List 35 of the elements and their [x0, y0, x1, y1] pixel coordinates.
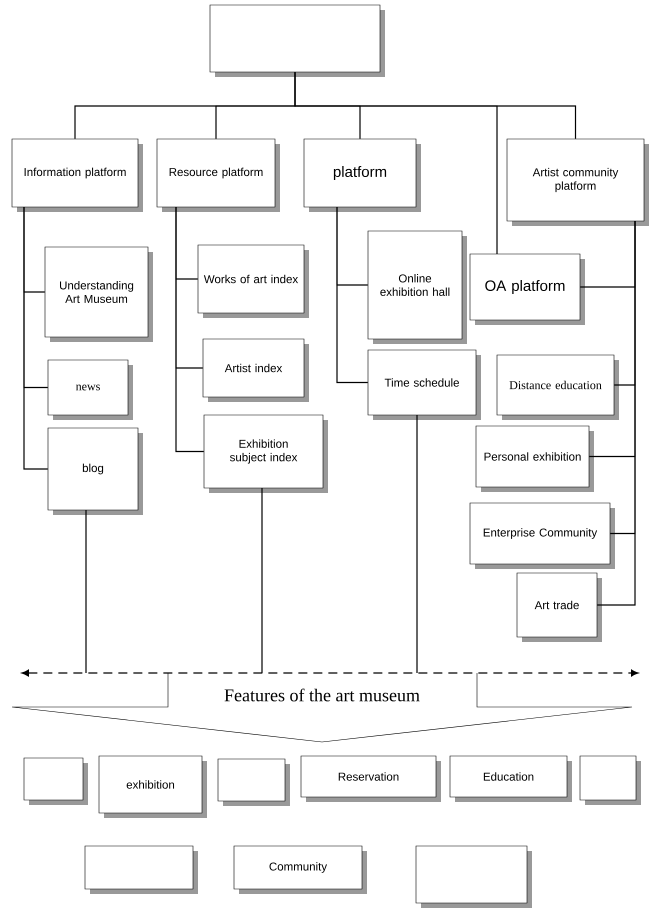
- process-box: Exhibition subject index: [204, 414, 328, 493]
- process-box: Artist index: [202, 338, 309, 402]
- connector: [336, 207, 368, 384]
- process-box: Information platform: [12, 138, 143, 212]
- process-box: Art trade: [516, 572, 602, 642]
- process-box: Distance education: [496, 354, 619, 420]
- process-box: Enterprise Community: [470, 502, 615, 569]
- process-box: Resource platform: [156, 138, 280, 212]
- empty-box: [218, 758, 290, 806]
- process-box: OA platform: [470, 254, 585, 325]
- process-box: Works of art index: [198, 244, 309, 318]
- process-box: Understanding Art Museum: [44, 246, 153, 342]
- empty-box: [580, 756, 641, 805]
- feature-box: Reservation: [300, 756, 441, 802]
- feature-box: exhibition: [98, 756, 207, 818]
- process-box: Artist community platform: [506, 138, 649, 226]
- connector: [416, 415, 418, 673]
- process-box: news: [48, 360, 133, 420]
- process-box: platform: [304, 138, 421, 212]
- empty-box: [84, 846, 198, 894]
- connector: [175, 207, 204, 452]
- feature-box: Community: [234, 846, 367, 894]
- connector: [597, 221, 636, 606]
- empty-box: [24, 758, 88, 805]
- process-box: blog: [48, 428, 143, 515]
- connector: [85, 510, 87, 673]
- process-box: Personal exhibition: [476, 426, 594, 492]
- connector: [23, 207, 48, 470]
- empty-box: [416, 846, 532, 908]
- connector: [261, 488, 263, 673]
- connector: [294, 72, 576, 139]
- feature-box: Education: [450, 756, 572, 802]
- process-box: Online exhibition hall: [368, 230, 467, 344]
- empty-box: [210, 4, 385, 77]
- process-box: Time schedule: [368, 350, 481, 420]
